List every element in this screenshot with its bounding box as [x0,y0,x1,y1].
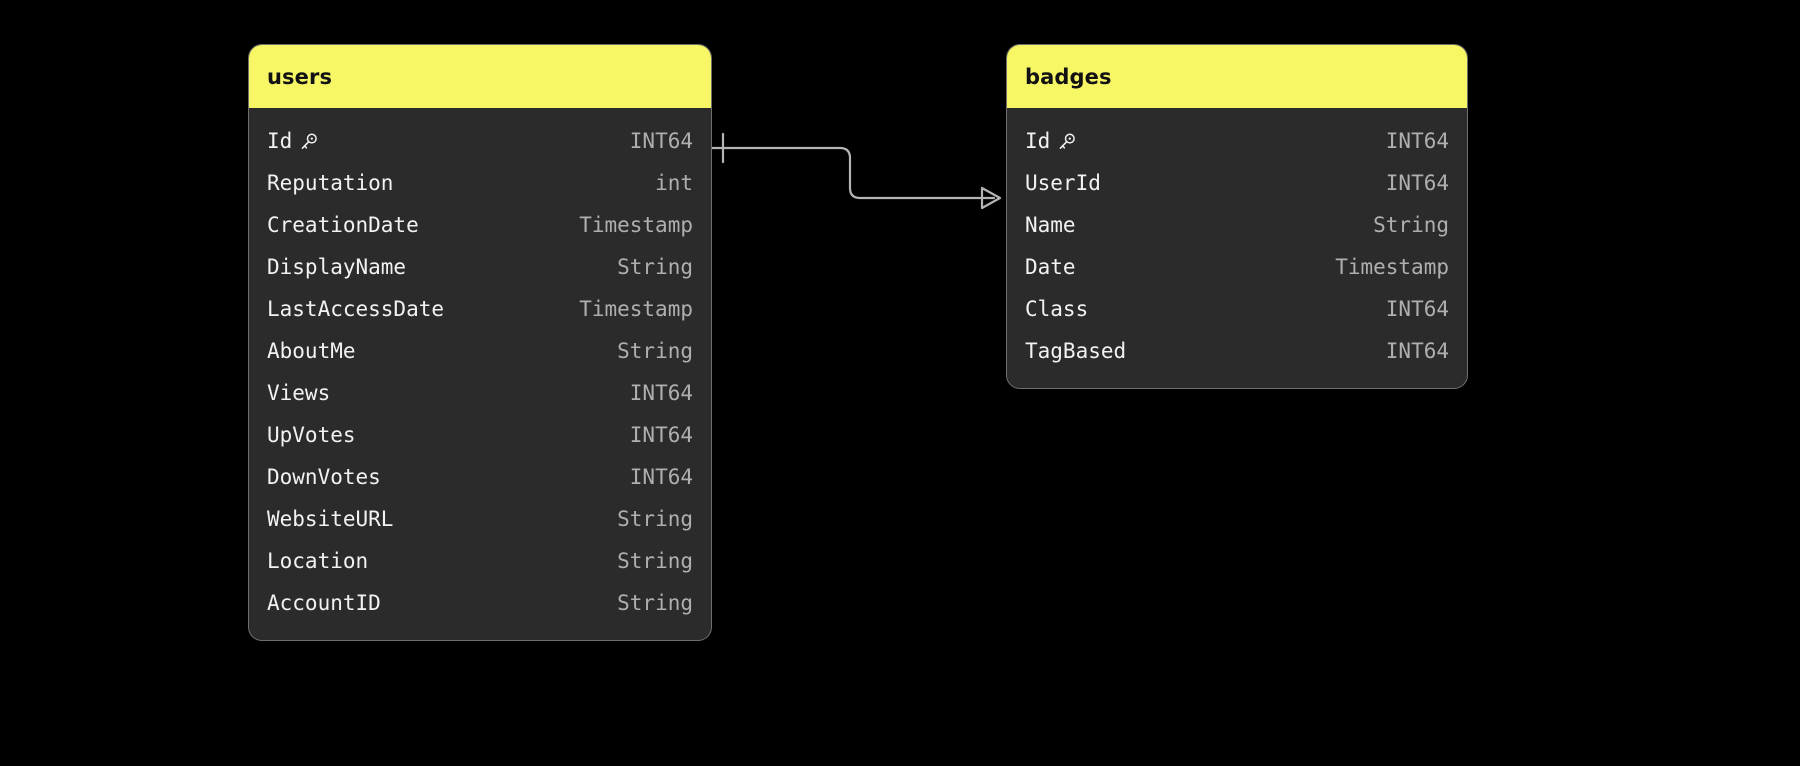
field-label: Views [267,381,331,405]
entity-users-fields: Id INT64 Reputation int [249,108,711,640]
entity-badges-fields: Id INT64 UserId INT64 [1007,108,1467,388]
field-label: TagBased [1025,339,1127,363]
relationship-line [710,146,996,200]
field-name-cell: DownVotes [267,465,381,489]
field-name-cell: WebsiteURL [267,507,393,531]
field-label: AboutMe [267,339,356,363]
field-row-websiteurl[interactable]: WebsiteURL String [249,498,711,540]
field-row-id[interactable]: Id INT64 [249,120,711,162]
field-row-upvotes[interactable]: UpVotes INT64 [249,414,711,456]
entity-badges[interactable]: badges Id INT64 [1006,44,1468,389]
field-type: Timestamp [579,213,693,237]
field-type: INT64 [629,423,693,447]
field-type: INT64 [629,129,693,153]
field-name-cell: Name [1025,213,1076,237]
field-label: Id [1025,129,1051,153]
field-row-displayname[interactable]: DisplayName String [249,246,711,288]
field-type: Timestamp [1335,255,1449,279]
field-name-cell: Class [1025,297,1088,321]
relationship-users-to-badges [710,132,1002,210]
field-label: AccountID [267,591,381,615]
field-name-cell: Id [267,129,319,153]
field-row-location[interactable]: Location String [249,540,711,582]
field-name-cell: Views [267,381,330,405]
field-label: CreationDate [267,213,419,237]
field-name-cell: UserId [1025,171,1101,195]
field-label: UpVotes [267,423,356,447]
entity-users[interactable]: users Id INT64 [248,44,712,641]
field-type: INT64 [1385,297,1449,321]
entity-badges-title: badges [1007,45,1467,108]
field-name-cell: TagBased [1025,339,1126,363]
field-label: WebsiteURL [267,507,394,531]
field-type: String [617,549,693,573]
field-type: INT64 [1385,171,1449,195]
field-row-aboutme[interactable]: AboutMe String [249,330,711,372]
field-row-id[interactable]: Id INT64 [1007,120,1467,162]
field-name-cell: LastAccessDate [267,297,444,321]
field-type: INT64 [629,465,693,489]
field-label: Id [267,129,293,153]
field-name-cell: DisplayName [267,255,406,279]
field-label: Date [1025,255,1076,279]
field-row-name[interactable]: Name String [1007,204,1467,246]
field-row-date[interactable]: Date Timestamp [1007,246,1467,288]
field-row-userid[interactable]: UserId INT64 [1007,162,1467,204]
key-icon [1057,132,1077,152]
field-row-accountid[interactable]: AccountID String [249,582,711,624]
cardinality-many-marker [980,186,1002,210]
field-name-cell: AccountID [267,591,381,615]
field-type: Timestamp [579,297,693,321]
field-row-lastaccessdate[interactable]: LastAccessDate Timestamp [249,288,711,330]
field-label: LastAccessDate [267,297,445,321]
field-label: Class [1025,297,1089,321]
field-row-downvotes[interactable]: DownVotes INT64 [249,456,711,498]
field-row-tagbased[interactable]: TagBased INT64 [1007,330,1467,372]
field-label: DownVotes [267,465,381,489]
field-label: UserId [1025,171,1101,195]
field-type: String [617,255,693,279]
field-label: DisplayName [267,255,407,279]
field-name-cell: Date [1025,255,1076,279]
field-row-creationdate[interactable]: CreationDate Timestamp [249,204,711,246]
field-label: Reputation [267,171,394,195]
field-name-cell: Location [267,549,368,573]
field-row-class[interactable]: Class INT64 [1007,288,1467,330]
field-type: String [617,507,693,531]
field-type: String [617,339,693,363]
field-type: int [655,171,693,195]
field-type: INT64 [629,381,693,405]
field-type: INT64 [1385,129,1449,153]
field-name-cell: CreationDate [267,213,419,237]
field-name-cell: AboutMe [267,339,356,363]
field-name-cell: UpVotes [267,423,356,447]
field-type: String [617,591,693,615]
field-name-cell: Reputation [267,171,393,195]
field-type: String [1373,213,1449,237]
field-row-reputation[interactable]: Reputation int [249,162,711,204]
field-row-views[interactable]: Views INT64 [249,372,711,414]
field-type: INT64 [1385,339,1449,363]
field-label: Name [1025,213,1076,237]
entity-users-title: users [249,45,711,108]
field-label: Location [267,549,369,573]
field-name-cell: Id [1025,129,1077,153]
key-icon [299,132,319,152]
